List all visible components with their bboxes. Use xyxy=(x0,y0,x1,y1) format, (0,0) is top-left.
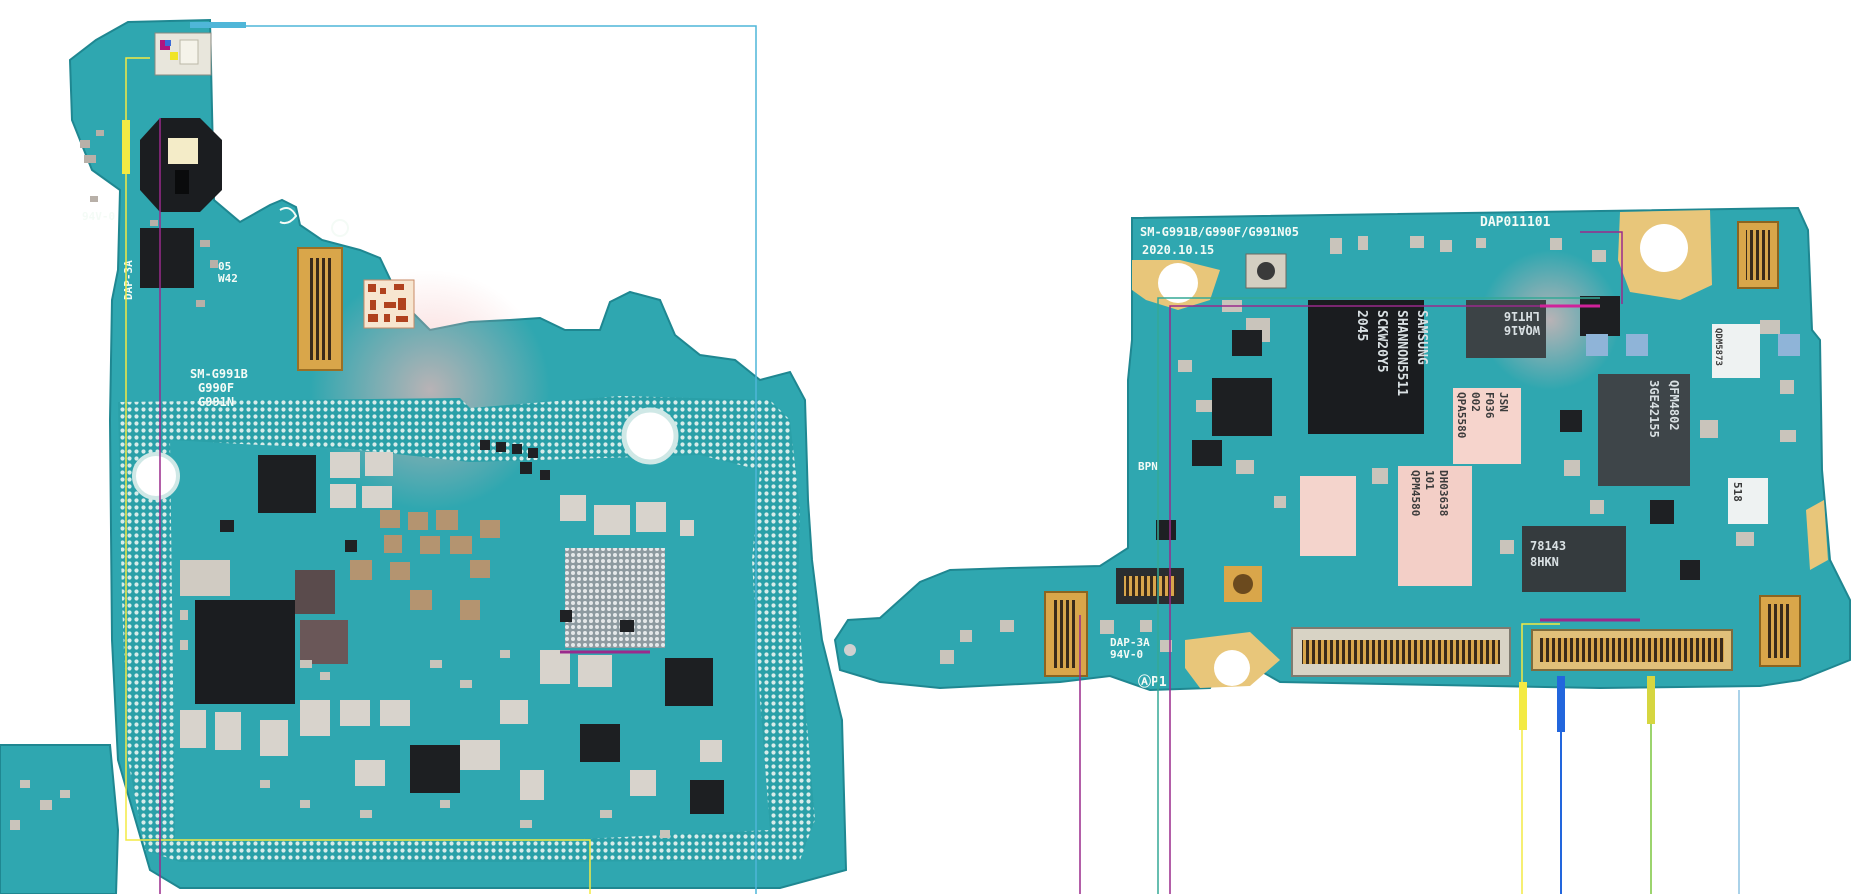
chip-qpa xyxy=(1453,388,1521,464)
trace-yellow-left xyxy=(125,57,591,894)
left-components xyxy=(10,440,724,838)
chip-78143-line1: 78143 xyxy=(1530,539,1566,553)
chip-qpa-line3: F036 xyxy=(1483,392,1496,419)
left-model-line3: G991N xyxy=(198,395,234,409)
chip-qpm xyxy=(1398,466,1472,586)
shield-frame xyxy=(118,396,815,862)
chip-lht-line2: WQA16 xyxy=(1504,323,1540,337)
mount-hole-2 xyxy=(621,407,679,465)
gold-pad-far-right xyxy=(1806,500,1828,570)
right-part-no: DAP011101 xyxy=(1480,215,1551,230)
chip-78143 xyxy=(1522,526,1626,592)
left-board: SM-G991B G990F G991N 94V-0 05 W42 DAP-3A xyxy=(0,18,848,894)
smd-cluster-topleft xyxy=(80,130,218,307)
small-hole xyxy=(844,644,856,656)
round-sensor xyxy=(140,118,222,212)
right-rating: 94V-0 xyxy=(1110,648,1143,661)
chip-lht xyxy=(1466,300,1546,358)
chip-qpa-line4: JSN xyxy=(1497,392,1510,412)
chip-samsung-line3: SCKW20Y5 xyxy=(1374,310,1389,373)
chip-qfm-line1: QFM4802 xyxy=(1667,380,1681,431)
chip-lht-line1: LHT16 xyxy=(1504,309,1540,323)
left-code-05: 05 xyxy=(218,260,231,273)
trace-magenta-right-short xyxy=(1580,231,1623,304)
left-dap: DAP-3A xyxy=(122,260,135,300)
right-components xyxy=(940,236,1796,664)
chip-518-label: 518 xyxy=(1731,482,1744,502)
left-rating: 94V-0 xyxy=(82,210,115,223)
trace-yellow-right xyxy=(1521,623,1560,894)
right-date: 2020.10.15 xyxy=(1142,243,1214,257)
chip-qpa-line1: QPA5580 xyxy=(1455,392,1468,438)
chip-qfm-line2: 3GE42155 xyxy=(1647,380,1661,438)
chip-qdm-label: QDM5873 xyxy=(1713,328,1723,366)
chip-qdm xyxy=(1712,324,1760,378)
chip-samsung-line1: SAMSUNG xyxy=(1414,310,1429,365)
right-board: SAMSUNG SHANNON5511 SCKW20Y5 2045 LHT16 … xyxy=(833,206,1851,692)
chip-samsung-line2: SHANNON5511 xyxy=(1394,310,1409,396)
mount-hole-1 xyxy=(132,452,180,500)
chip-samsung-modem xyxy=(1308,300,1424,434)
left-code-w42: W42 xyxy=(218,272,238,285)
chip-qpm-line2: 101 xyxy=(1423,470,1436,490)
chip-qfm xyxy=(1598,374,1690,486)
left-board-fragment xyxy=(0,744,120,894)
samsung-logo-silk xyxy=(279,207,298,225)
chip-samsung-line4: 2045 xyxy=(1354,310,1369,341)
trace-teal-right xyxy=(1157,297,1600,894)
left-model-line2: G990F xyxy=(198,381,234,395)
chip-qpm-line3: DH03638 xyxy=(1437,470,1450,516)
trace-magenta-right xyxy=(1169,305,1600,894)
left-model-line1: SM-G991B xyxy=(190,367,248,381)
chip-qpm-line1: QPM4580 xyxy=(1409,470,1422,516)
chip-78143-line2: 8HKN xyxy=(1530,555,1559,569)
trace-cyan-left xyxy=(192,25,757,894)
chip-qpa-line2: 002 xyxy=(1469,392,1482,412)
trace-lines xyxy=(122,22,1740,894)
right-bpn: BPN xyxy=(1138,460,1158,473)
chip-518 xyxy=(1728,478,1768,524)
right-dap: DAP-3A xyxy=(1110,636,1150,649)
right-model: SM-G991B/G990F/G991N05 xyxy=(1140,225,1299,239)
rf-can xyxy=(1300,476,1356,556)
right-p1: ⒶP1 xyxy=(1138,674,1167,690)
